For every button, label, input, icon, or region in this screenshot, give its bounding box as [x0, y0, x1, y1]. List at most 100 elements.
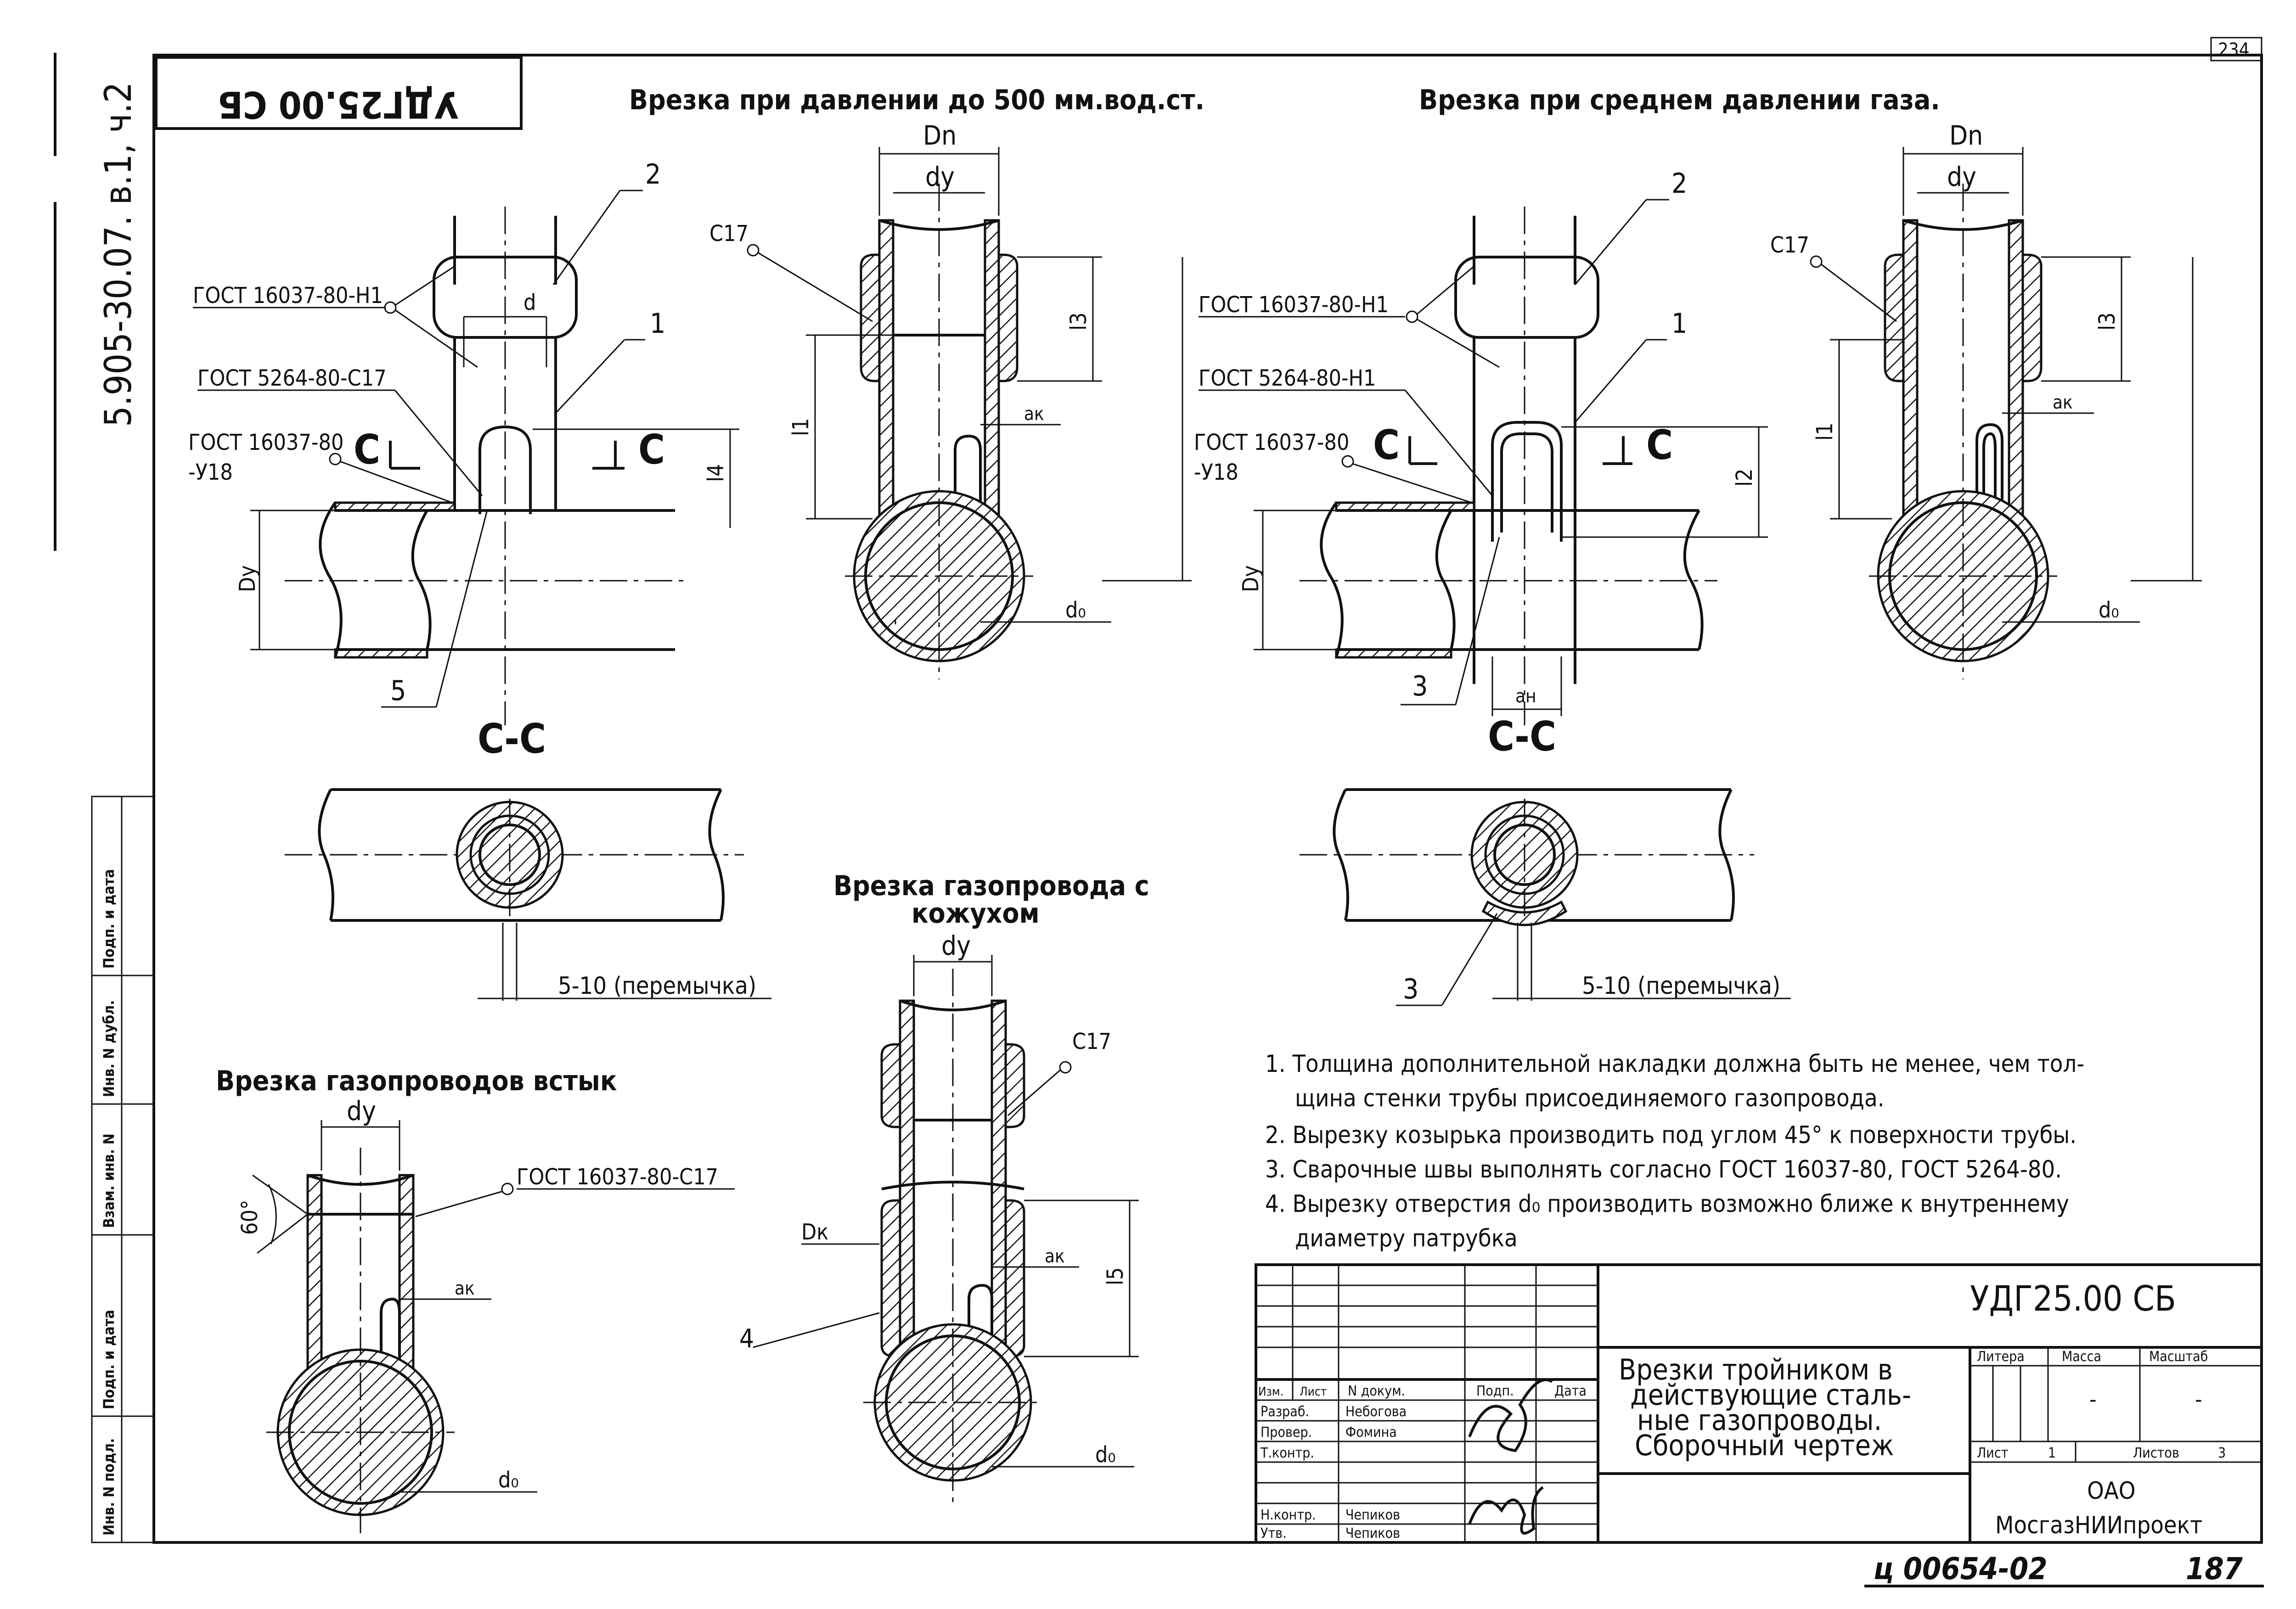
tb-sheets-label: Листов: [2133, 1445, 2179, 1461]
label-c17-b: С17: [1770, 232, 1809, 258]
label-num-1-b: 1: [1671, 308, 1687, 340]
strip-label-1: Подп. и дата: [100, 869, 118, 969]
tb-role-6: Утв.: [1261, 1525, 1287, 1542]
section-mark-right: С: [638, 426, 665, 473]
label-ak-b: ак: [2053, 392, 2073, 413]
label-jumper-right: 5-10 (перемычка): [1582, 972, 1780, 1000]
label-Dy-1: Dy: [235, 565, 260, 592]
label-d0-a: d₀: [1065, 597, 1086, 623]
label-gost-h1-a: ГОСТ 16037-80-Н1: [193, 283, 383, 308]
view-low-pressure-side: Dn dy l3 l1 ак d₀ С17: [709, 120, 1192, 679]
title-butt: Врезка газопроводов встык: [216, 1065, 617, 1097]
label-gost-16037-a: ГОСТ 16037-80: [188, 430, 343, 455]
label-gost-c17: ГОСТ 16037-80-С17: [517, 1164, 718, 1190]
view-butt-joint: dy 60° ак d₀ ГОСТ 16037-80-С17: [237, 1095, 735, 1533]
label-d0-c: d₀: [1095, 1442, 1116, 1468]
signature-2: [1468, 1486, 1544, 1535]
label-ak-d: ак: [455, 1278, 475, 1299]
label-gost-5264-c17: ГОСТ 5264-80-С17: [197, 365, 387, 391]
label-l3-b: l3: [2094, 313, 2120, 331]
label-gost-16037-b: ГОСТ 16037-80: [1194, 430, 1349, 455]
archive-page: 187: [2186, 1551, 2243, 1587]
tb-role-3: Т.контр.: [1260, 1445, 1314, 1461]
label-d0-b: d₀: [2099, 597, 2119, 623]
label-an: ан: [1515, 686, 1536, 707]
tb-name-line-1: Врезки тройником в: [1619, 1353, 1893, 1386]
title-block: Изм. Лист N докум. Подп. Дата Разраб. Пр…: [1255, 1263, 2263, 1544]
tb-scale-value: -: [2195, 1387, 2202, 1413]
label-gost-h1-b: ГОСТ 16037-80-Н1: [1199, 292, 1389, 318]
view-with-casing: dy l5 ак d₀ Dк С17 4: [739, 930, 1139, 1506]
label-Dy-2: Dy: [1238, 565, 1264, 592]
title-with-casing-2: кожухом: [912, 897, 1040, 930]
mirrored-code: УДГ25.00 СБ: [218, 83, 459, 126]
note-line-4: 3. Сварочные швы выполнять согласно ГОСТ…: [1265, 1156, 2062, 1183]
tb-scale-label: Масштаб: [2149, 1349, 2208, 1365]
tb-sheet-label: Лист: [1977, 1445, 2008, 1461]
label-u18-a: -У18: [188, 460, 233, 485]
tb-name-line-3: ные газопроводы.: [1637, 1403, 1882, 1437]
label-num-2-a: 2: [645, 158, 661, 191]
view-section-cc-left: С-С 5-10 (перемычка): [285, 715, 771, 1001]
tb-col-sign: Подп.: [1476, 1383, 1514, 1399]
label-ak-c: ак: [1045, 1246, 1065, 1267]
tb-col-izm: Изм.: [1258, 1385, 1283, 1399]
section-title-left: С-С: [478, 715, 546, 762]
archive-number: ц 00654-02: [1874, 1551, 2048, 1587]
note-line-2: щина стенки трубы присоединяемого газопр…: [1295, 1085, 1884, 1112]
tb-name-1: Небогова: [1345, 1404, 1407, 1420]
title-medium-pressure: Врезка при среднем давлении газа.: [1419, 84, 1940, 116]
label-num-1-a: 1: [650, 308, 665, 340]
label-d0-d: d₀: [498, 1467, 519, 1493]
label-l2: l2: [1732, 469, 1757, 487]
label-c17-c: С17: [1072, 1029, 1111, 1054]
tb-name-line-2: действующие сталь-: [1630, 1378, 1911, 1412]
tb-name-5: Чепиков: [1345, 1507, 1400, 1523]
section-mark-left-2: С: [1373, 421, 1400, 469]
title-low-pressure: Врезка при давлении до 500 мм.вод.ст.: [629, 84, 1204, 116]
tb-designation: УДГ25.00 СБ: [1970, 1278, 2176, 1319]
tb-col-date: Дата: [1554, 1383, 1587, 1399]
label-jumper-left: 5-10 (перемычка): [558, 972, 756, 1000]
section-mark-left: С: [354, 426, 380, 473]
note-line-3: 2. Вырезку козырька производить под угло…: [1265, 1121, 2077, 1149]
label-c17-a: С17: [709, 221, 748, 247]
strip-label-4: Подп. и дата: [100, 1310, 118, 1409]
tb-org-2: МосгазНИИпроект: [1995, 1512, 2202, 1539]
label-num-4: 4: [739, 1324, 754, 1354]
tb-name-line-4: Сборочный чертеж: [1635, 1429, 1894, 1462]
tb-org-1: ОАО: [2087, 1477, 2136, 1505]
strip-label-5: Инв. N подл.: [100, 1438, 118, 1536]
label-dy-d: dy: [347, 1095, 376, 1127]
label-l1-a: l1: [788, 418, 814, 436]
label-dn-a: Dn: [923, 120, 957, 151]
side-code: 5.905-30.07. в.1, ч.2: [97, 82, 140, 427]
label-l4: l4: [703, 464, 729, 482]
tb-name-2: Фомина: [1345, 1424, 1397, 1441]
tb-mass-label: Масса: [2062, 1349, 2101, 1365]
notes: 1. Толщина дополнительной накладки должн…: [1265, 1050, 2084, 1252]
view-section-cc-right: С-С 5-10 (перемычка) 3: [1300, 713, 1791, 1006]
view-medium-pressure-side: Dn dy l3 l1 ак d₀ С17: [1770, 120, 2202, 679]
note-line-1: 1. Толщина дополнительной накладки должн…: [1265, 1050, 2084, 1078]
label-l5: l5: [1103, 1267, 1128, 1285]
label-num-2-b: 2: [1671, 168, 1687, 200]
label-dy-a: dy: [925, 161, 955, 192]
title-with-casing-1: Врезка газопровода с: [833, 870, 1149, 902]
tb-sheet-value: 1: [2048, 1445, 2056, 1461]
tb-litera-label: Литера: [1977, 1349, 2025, 1365]
sheet-number-box: [2210, 37, 2262, 62]
view-medium-pressure-elevation: Dy l2 ан С С ГОСТ 16037-80-Н1 ГОСТ 5264-…: [1194, 168, 1768, 725]
label-num-3-b: 3: [1403, 973, 1418, 1005]
view-low-pressure-elevation: d Dy l4 С С ГОСТ 16037-80-Н1 ГОСТ 5264-8…: [188, 158, 739, 725]
label-dk: Dк: [801, 1219, 828, 1245]
note-line-5: 4. Вырезку отверстия d₀ производить возм…: [1265, 1190, 2069, 1218]
note-line-6: диаметру патрубка: [1295, 1225, 1518, 1252]
label-dy-b: dy: [1947, 161, 1976, 192]
label-l3-a: l3: [1066, 313, 1092, 331]
label-d: d: [523, 290, 536, 315]
section-title-right: С-С: [1488, 713, 1556, 760]
tb-col-doc: N докум.: [1348, 1383, 1405, 1399]
tb-role-2: Провер.: [1261, 1424, 1312, 1441]
